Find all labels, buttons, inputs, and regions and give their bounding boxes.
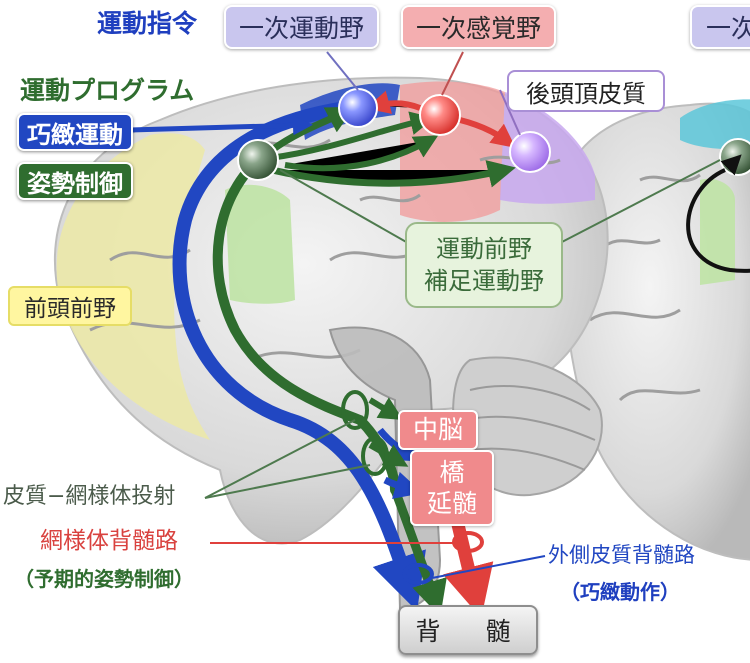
skilled-movement-label: 巧緻運動	[27, 120, 123, 149]
midbrain-label: 中脳	[412, 415, 463, 445]
postural-control-box: 姿勢制御	[17, 162, 133, 200]
medulla-label: 延髄	[426, 489, 477, 518]
primary-sensory-cortex-box: 一次感覚野	[401, 5, 556, 49]
reticulospinal-label: 網様体背髄路	[40, 528, 178, 554]
cropped-cortex-label: 一次	[706, 14, 750, 43]
spinal-cord-box: 背 髄	[398, 605, 538, 655]
motor-command-title: 運動指令	[97, 9, 198, 38]
primary-sensory-cortex-label: 一次感覚野	[415, 14, 541, 43]
pons-label: 橋	[439, 457, 465, 487]
posterior-parietal-cortex-box: 後頭頂皮質	[507, 70, 665, 112]
skilled-action-label: （巧緻動作）	[560, 580, 680, 604]
midbrain-box: 中脳	[398, 410, 478, 450]
premotor-label: 運動前野	[436, 234, 532, 263]
primary-motor-cortex-label: 一次運動野	[238, 14, 364, 43]
leader-lines	[204, 51, 721, 579]
lateral-corticospinal-label: 外側皮質背髄路	[548, 543, 695, 567]
primary-motor-cortex-box: 一次運動野	[224, 5, 379, 49]
cortico-reticular-label: 皮質−網様体投射	[3, 484, 176, 509]
supplementary-motor-label: 補足運動野	[424, 267, 544, 295]
spinal-cord-label: 背 髄	[415, 617, 521, 646]
prefrontal-cortex-box: 前頭前野	[8, 286, 132, 326]
cropped-cortex-box: 一次	[690, 5, 750, 49]
anticipatory-postural-label: （予期的姿勢制御）	[14, 567, 194, 591]
postural-control-label: 姿勢制御	[27, 169, 123, 198]
posterior-parietal-cortex-label: 後頭頂皮質	[526, 79, 646, 108]
motor-program-label: 運動プログラム	[20, 76, 195, 105]
pathway-arrows	[129, 90, 516, 619]
pons-medulla-box: 橋 延髄	[410, 450, 494, 526]
premotor-callout: 運動前野 補足運動野	[405, 222, 563, 308]
neuron-nodes	[237, 88, 551, 181]
prefrontal-cortex-label: 前頭前野	[24, 296, 116, 322]
skilled-movement-box: 巧緻運動	[17, 113, 133, 151]
